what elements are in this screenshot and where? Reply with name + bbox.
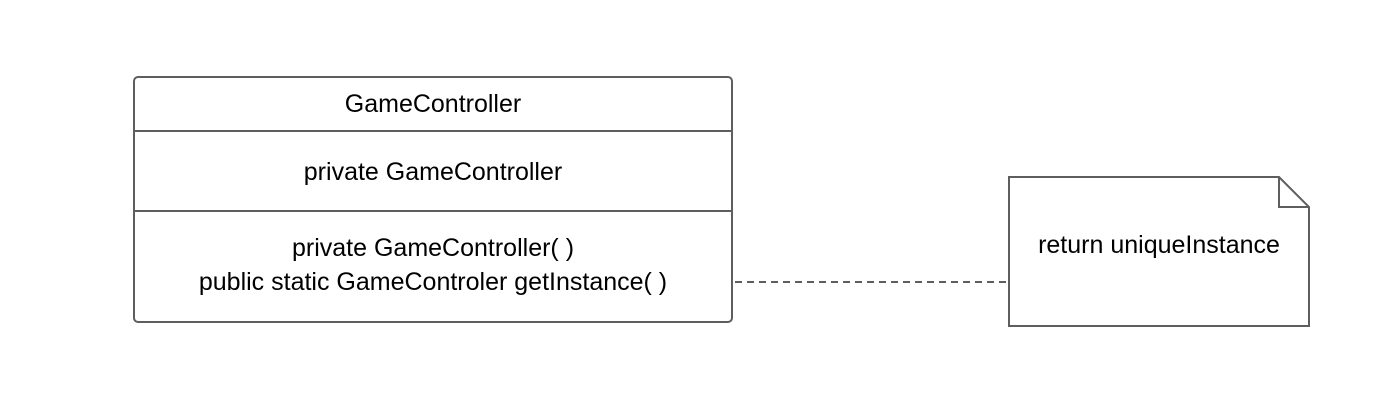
attribute-item: private GameController	[303, 158, 563, 186]
class-name-compartment: GameController	[135, 78, 731, 130]
note-text: return uniqueInstance	[1038, 231, 1280, 259]
class-box-gamecontroller: GameController private GameController pr…	[133, 76, 733, 323]
operation-item: public static GameControler getInstance(…	[198, 268, 668, 296]
note-folded-corner	[1278, 177, 1309, 208]
operations-compartment: private GameController( ) public static …	[135, 210, 731, 321]
class-name: GameController	[344, 90, 522, 118]
note-shape	[1008, 176, 1310, 327]
attributes-compartment: private GameController	[135, 130, 731, 212]
operation-item: private GameController( )	[291, 234, 575, 262]
